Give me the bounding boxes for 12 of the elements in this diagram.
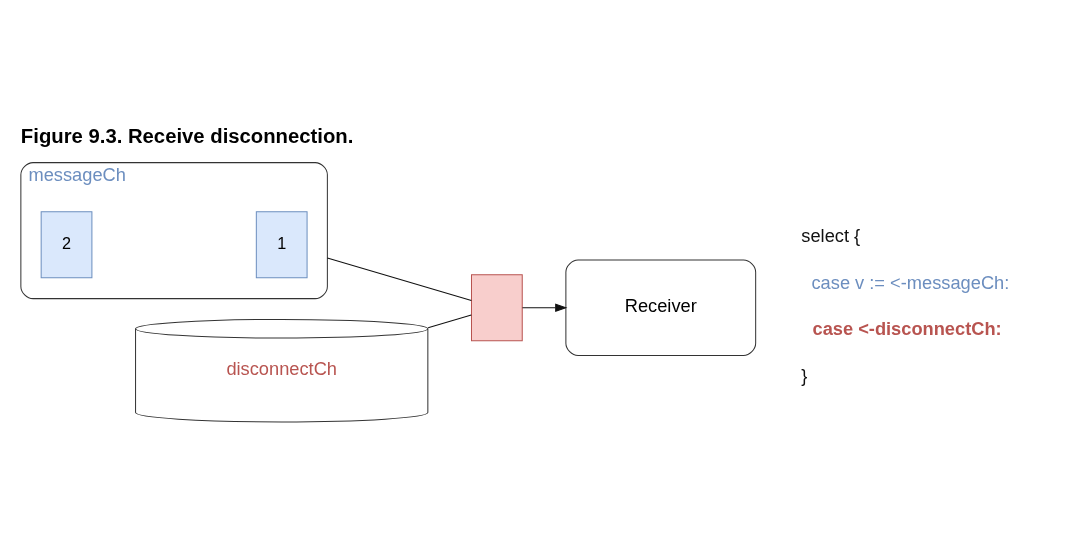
node-box: 1 [255, 210, 308, 278]
label: select { [801, 224, 861, 246]
connector [326, 257, 472, 301]
label: } [801, 364, 808, 386]
node-box: Receiver [565, 259, 757, 356]
label: case <-disconnectCh: [812, 317, 1002, 339]
node-box: 2 [40, 210, 93, 278]
connector [427, 314, 472, 328]
node-box [471, 273, 523, 341]
label: case v := <-messageCh: [811, 271, 1010, 293]
arrow [521, 303, 568, 312]
diagram-title: Figure 9.3. Receive disconnection. [20, 124, 354, 147]
